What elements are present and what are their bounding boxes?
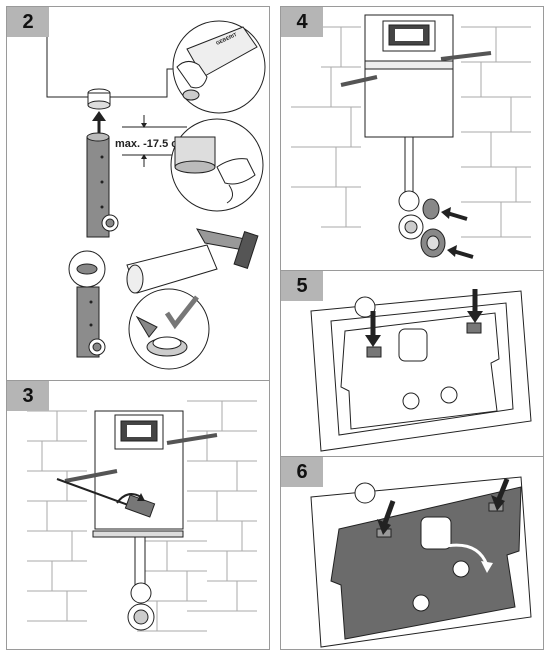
step-6-illustration	[310, 476, 532, 648]
drain-fittings	[398, 190, 446, 258]
detail-circle-clip	[170, 118, 264, 212]
lower-pipe	[68, 250, 106, 358]
screwdriver	[56, 478, 156, 518]
detail-circle-release: GEBERIT	[172, 20, 266, 114]
step-2-illustration: max. -17.5 cm GEBERIT	[46, 7, 266, 370]
extendable-pipe	[86, 132, 119, 238]
step-2-badge: 2	[7, 7, 49, 37]
step-3-panel: 3	[6, 380, 270, 650]
brick-wall	[291, 26, 531, 238]
dimension-label: max. -17.5 cm	[115, 138, 187, 150]
step-2-panel: 2 max. -17.5 cm	[6, 6, 270, 382]
step-5-illustration	[310, 289, 532, 452]
step-3-badge: 3	[7, 381, 49, 411]
step-6-badge: 6	[281, 457, 323, 487]
brick-wall	[27, 400, 257, 632]
install-frame	[364, 14, 454, 138]
step-5-panel: 5	[280, 270, 544, 458]
pipe-cap-top	[87, 88, 111, 110]
step-4-panel: 4	[280, 6, 544, 272]
step-4-badge: 4	[281, 7, 323, 37]
protective-plate	[340, 312, 500, 430]
step-5-badge: 5	[281, 271, 323, 301]
detail-circle-check	[128, 288, 210, 370]
step-3-illustration	[27, 400, 257, 632]
clips	[366, 322, 482, 358]
cutter-tool	[126, 228, 259, 294]
step-4-illustration	[291, 14, 531, 259]
step-6-panel: 6	[280, 456, 544, 650]
cover-plate	[330, 486, 522, 640]
